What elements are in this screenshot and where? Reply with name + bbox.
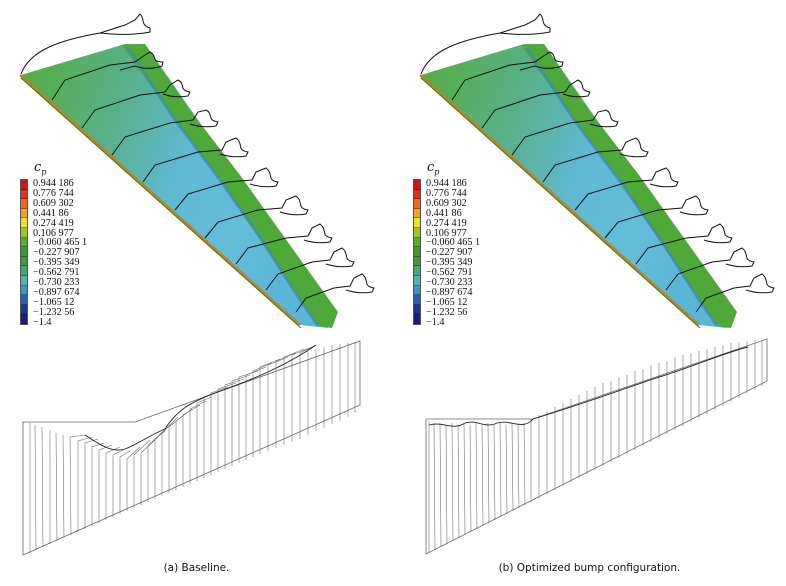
separation-line [84, 344, 317, 451]
surface-streamline-plot [22, 340, 361, 556]
wing-surface [21, 44, 332, 328]
surface-streamline-plot [425, 338, 768, 555]
wing-cp-surface-plot [19, 13, 375, 329]
planform-outline [22, 340, 361, 556]
caption-b: (b) Optimized bump configuration. [498, 562, 681, 574]
legend-title: cp [427, 160, 440, 177]
wing-surface [421, 44, 731, 328]
wing-aft-region [122, 44, 338, 328]
colorbar [413, 179, 421, 325]
caption-a: (a) Baseline. [163, 562, 230, 574]
wing-aft-region [521, 44, 737, 328]
streamlines [29, 342, 356, 553]
streamlines [428, 340, 763, 553]
cp-section-curves [420, 13, 775, 313]
wing-cp-surface-plot [419, 13, 775, 329]
leading-edge [19, 74, 301, 326]
separation-line [428, 346, 749, 427]
cp-section-curves [20, 13, 375, 313]
leading-edge [419, 74, 700, 326]
planform-outline [425, 338, 768, 555]
colorbar [20, 179, 28, 325]
legend-title: cp [34, 160, 47, 177]
